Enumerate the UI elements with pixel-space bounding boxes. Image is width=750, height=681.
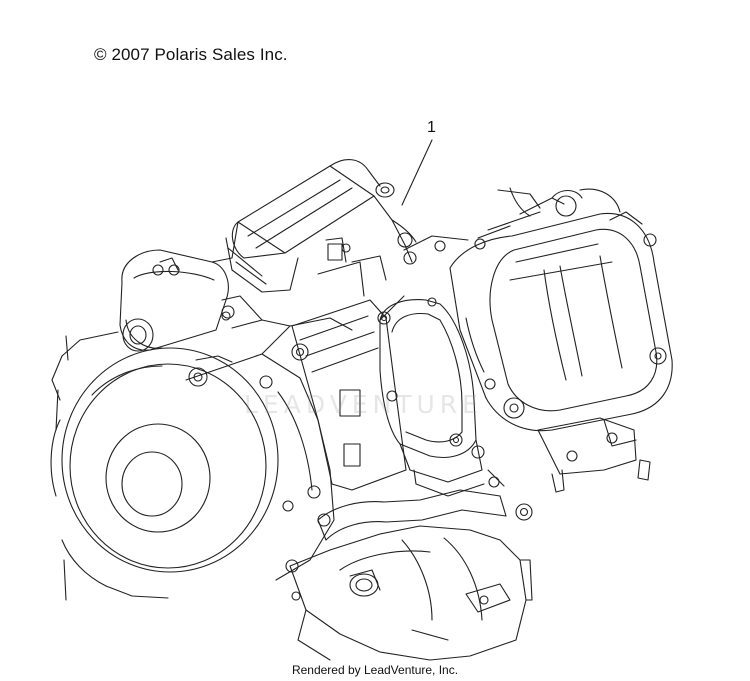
flywheel-cover	[51, 332, 278, 598]
footer-credit: Rendered by LeadVenture, Inc.	[291, 663, 459, 677]
fasteners	[222, 244, 495, 600]
starter-housing	[120, 222, 238, 351]
head-lower-right	[538, 418, 650, 492]
cylinder-head-rear	[450, 212, 672, 431]
valve-cover-front	[378, 296, 484, 496]
crankcase-left	[186, 296, 352, 580]
callout-leader-1	[402, 140, 432, 205]
copyright-notice: © 2007 Polaris Sales Inc.	[94, 45, 288, 64]
intake-pipe	[318, 470, 532, 540]
transmission-case	[290, 526, 532, 660]
callout-label-1[interactable]: 1	[427, 119, 436, 136]
mount-plate-left	[56, 336, 68, 600]
watermark: LEADVENTURE	[244, 390, 483, 419]
starter-motor	[226, 160, 416, 292]
cylinder-block	[292, 238, 406, 490]
breather-tubes	[404, 188, 620, 251]
